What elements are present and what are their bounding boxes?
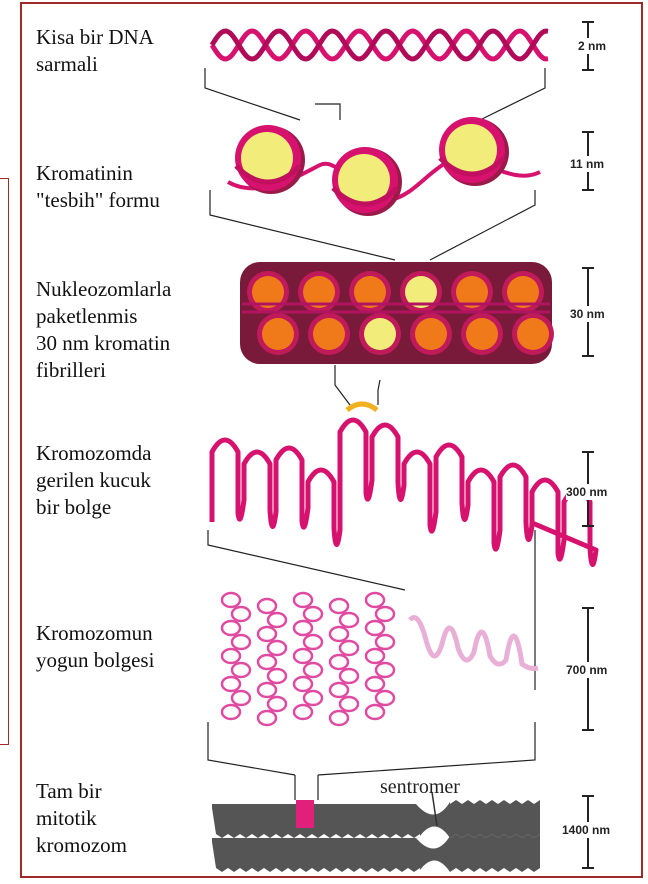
connector-line-9	[208, 722, 295, 775]
connector-line-7	[208, 530, 405, 590]
fiber-histone-1-5	[517, 318, 549, 350]
coil-1-7	[268, 697, 286, 711]
coil-0-5	[232, 663, 250, 677]
coil-2-7	[304, 691, 322, 705]
coil-3-5	[340, 669, 358, 683]
fiber-histone-1-2	[364, 318, 396, 350]
coil-3-0	[330, 599, 348, 613]
coil-1-4	[258, 655, 276, 669]
coil-0-4	[222, 649, 240, 663]
chromatid-upper	[212, 800, 540, 838]
coil-4-6	[366, 677, 384, 691]
fiber-histone-1-1	[313, 318, 345, 350]
linker-highlight	[347, 404, 377, 410]
coil-1-2	[258, 627, 276, 641]
extended-chromatin-loops	[212, 420, 596, 565]
coil-1-8	[258, 711, 276, 725]
coil-4-5	[376, 663, 394, 677]
coil-2-8	[294, 705, 312, 719]
scale-label-30nm: 30 nm	[570, 306, 605, 322]
chromatid-lower	[212, 834, 540, 872]
coil-4-1	[376, 607, 394, 621]
coil-4-0	[366, 593, 384, 607]
coil-0-2	[222, 621, 240, 635]
scale-label-1400nm: 1400 nm	[562, 822, 610, 838]
coil-3-2	[330, 627, 348, 641]
connector-line-0	[205, 68, 300, 120]
coil-3-1	[340, 613, 358, 627]
coil-3-6	[330, 683, 348, 697]
scale-label-2nm: 2 nm	[578, 38, 606, 54]
coil-3-8	[330, 711, 348, 725]
connector-line-10	[318, 722, 535, 775]
scale-label-700nm: 700 nm	[566, 662, 607, 678]
connector-line-2	[315, 104, 340, 120]
centromere-label: sentromer	[380, 776, 460, 799]
label-beads-on-string: Kromatinin"tesbih" formu	[36, 160, 160, 214]
coil-1-0	[258, 599, 276, 613]
coil-1-3	[268, 641, 286, 655]
coil-2-3	[304, 635, 322, 649]
fiber-histone-1-4	[466, 318, 498, 350]
coil-2-4	[294, 649, 312, 663]
coil-3-7	[340, 697, 358, 711]
coil-3-4	[330, 655, 348, 669]
condensed-tail-loops	[410, 618, 538, 669]
coil-4-8	[366, 705, 384, 719]
coil-0-0	[222, 593, 240, 607]
coil-1-6	[258, 683, 276, 697]
coil-1-5	[268, 669, 286, 683]
connector-line-6	[378, 380, 380, 405]
coil-0-3	[232, 635, 250, 649]
coil-4-3	[376, 635, 394, 649]
coil-0-1	[232, 607, 250, 621]
scale-label-11nm: 11 nm	[570, 156, 604, 172]
connector-line-5	[335, 365, 350, 405]
coil-4-7	[376, 691, 394, 705]
coil-0-8	[222, 705, 240, 719]
connector-line-1	[480, 68, 545, 120]
coil-4-2	[366, 621, 384, 635]
coil-2-5	[304, 663, 322, 677]
coil-0-6	[222, 677, 240, 691]
coil-2-0	[294, 593, 312, 607]
connector-line-4	[430, 190, 535, 260]
fiber-histone-1-0	[262, 318, 294, 350]
centromere-band	[296, 800, 314, 828]
coil-2-6	[294, 677, 312, 691]
coil-4-4	[366, 649, 384, 663]
coil-2-1	[304, 607, 322, 621]
fiber-histone-1-3	[415, 318, 447, 350]
coil-3-3	[340, 641, 358, 655]
coil-0-7	[232, 691, 250, 705]
coil-1-1	[268, 613, 286, 627]
coil-2-2	[294, 621, 312, 635]
scale-label-300nm: 300 nm	[566, 484, 607, 500]
